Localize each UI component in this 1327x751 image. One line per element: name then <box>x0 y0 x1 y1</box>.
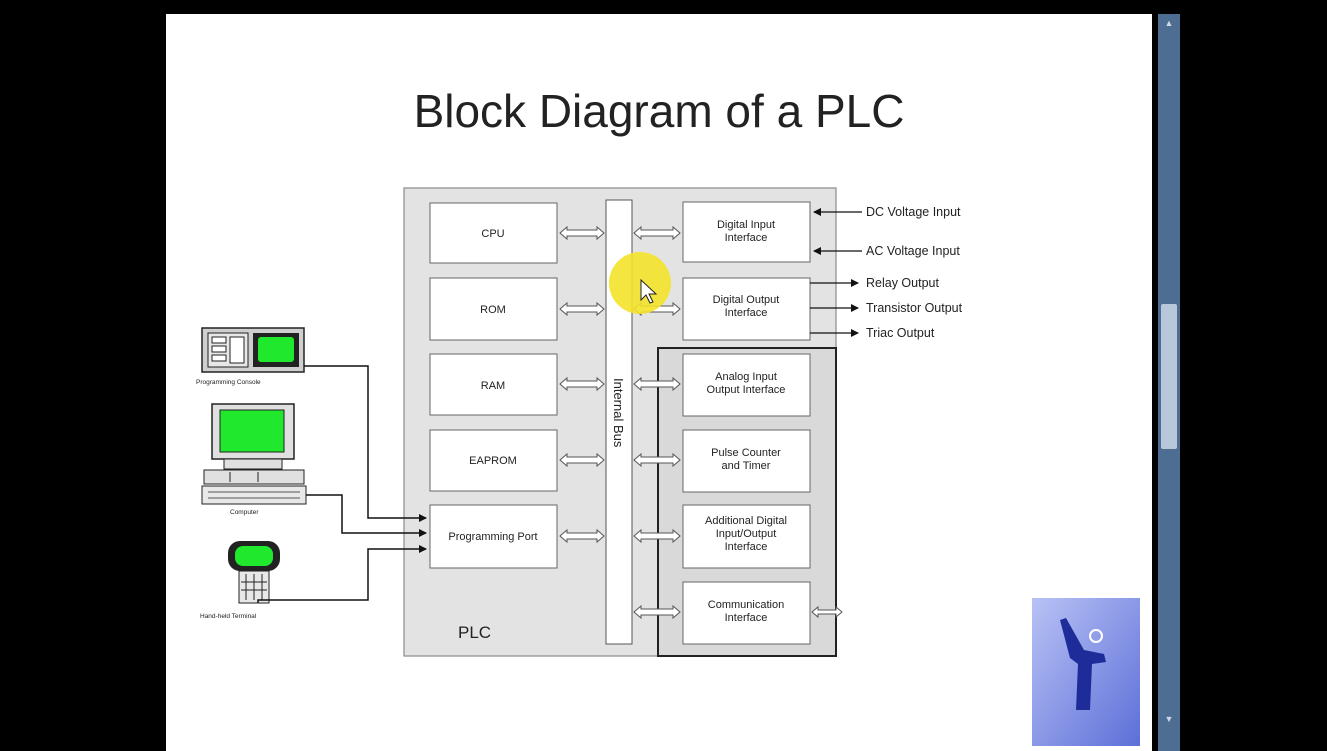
block-label-line: and Timer <box>722 460 771 472</box>
left-bus-arrows <box>559 225 605 544</box>
input-signal-lines <box>813 208 862 255</box>
cpu-label: CPU <box>481 228 504 240</box>
block-label-line: Digital Input <box>717 219 775 231</box>
programming-port-block: Programming Port <box>429 504 558 569</box>
block-label-line: Interface <box>725 307 768 319</box>
presenter-logo <box>1032 598 1140 746</box>
ac-voltage-input-label: AC Voltage Input <box>866 244 960 258</box>
plc-label: PLC <box>458 623 491 642</box>
block-label-line: Analog Input <box>715 371 777 383</box>
double-arrow <box>633 528 681 544</box>
double-arrow <box>559 301 605 317</box>
terminal-connection <box>257 545 427 603</box>
double-arrow <box>633 225 681 241</box>
device-connection-lines <box>257 365 427 603</box>
pulse-counter-timer-block: Pulse Counter and Timer <box>682 429 811 493</box>
eaprom-label: EAPROM <box>469 455 517 467</box>
communication-port-arrow <box>811 605 843 619</box>
dc-voltage-input-label: DC Voltage Input <box>866 205 961 219</box>
block-label-line: Communication <box>708 599 784 611</box>
transistor-output-label: Transistor Output <box>866 301 963 315</box>
raised-hand-figure-icon <box>1032 598 1140 746</box>
ram-block: RAM <box>429 353 558 416</box>
double-arrow <box>559 225 605 241</box>
cpu-block: CPU <box>429 202 558 264</box>
eaprom-block: EAPROM <box>429 429 558 492</box>
block-label-line: Pulse Counter <box>711 447 781 459</box>
handheld-terminal-icon <box>228 541 280 604</box>
double-arrow <box>559 452 605 468</box>
relay-output-label: Relay Output <box>866 276 939 290</box>
rom-label: ROM <box>480 304 506 316</box>
output-signal-lines <box>810 279 859 337</box>
block-label-line: Interface <box>725 612 768 624</box>
double-arrow <box>633 452 681 468</box>
double-arrow <box>559 528 605 544</box>
pointer-highlight <box>609 252 671 314</box>
scroll-up-icon[interactable]: ▲ <box>1164 18 1174 28</box>
internal-bus-label: Internal Bus <box>611 378 626 448</box>
programming-port-label: Programming Port <box>448 531 537 543</box>
block-label-line: Additional Digital <box>705 515 787 527</box>
block-label-line: Digital Output <box>713 294 780 306</box>
ram-label: RAM <box>481 380 505 392</box>
vertical-scrollbar[interactable]: ▲ ▼ <box>1158 14 1180 751</box>
analog-io-interface-block: Analog Input Output Interface <box>682 353 811 417</box>
computer-label: Computer <box>230 509 259 516</box>
slide-title: Block Diagram of a PLC <box>413 85 905 137</box>
double-arrow <box>633 376 681 392</box>
block-label-line: Interface <box>725 541 768 553</box>
block-label-line: Input/Output <box>716 528 777 540</box>
digital-input-interface-block: Digital Input Interface <box>682 201 811 263</box>
scrollbar-thumb[interactable] <box>1161 304 1177 449</box>
double-arrow <box>633 604 681 620</box>
programming-console-label: Programming Console <box>196 379 261 386</box>
computer-icon <box>201 403 307 505</box>
computer-connection <box>306 494 427 537</box>
additional-digital-io-block: Additional Digital Input/Output Interfac… <box>682 504 811 569</box>
programming-console-icon <box>201 327 305 373</box>
digital-output-interface-block: Digital Output Interface <box>682 277 811 341</box>
rom-block: ROM <box>429 277 558 341</box>
communication-interface-block: Communication Interface <box>682 581 811 645</box>
block-label-line: Output Interface <box>707 384 786 396</box>
console-connection <box>304 365 427 522</box>
mouse-cursor-icon <box>640 278 658 304</box>
scroll-down-icon[interactable]: ▼ <box>1164 714 1174 724</box>
handheld-terminal-label: Hand-held Terminal <box>200 613 257 620</box>
double-arrow <box>559 376 605 392</box>
triac-output-label: Triac Output <box>866 326 935 340</box>
block-label-line: Interface <box>725 232 768 244</box>
